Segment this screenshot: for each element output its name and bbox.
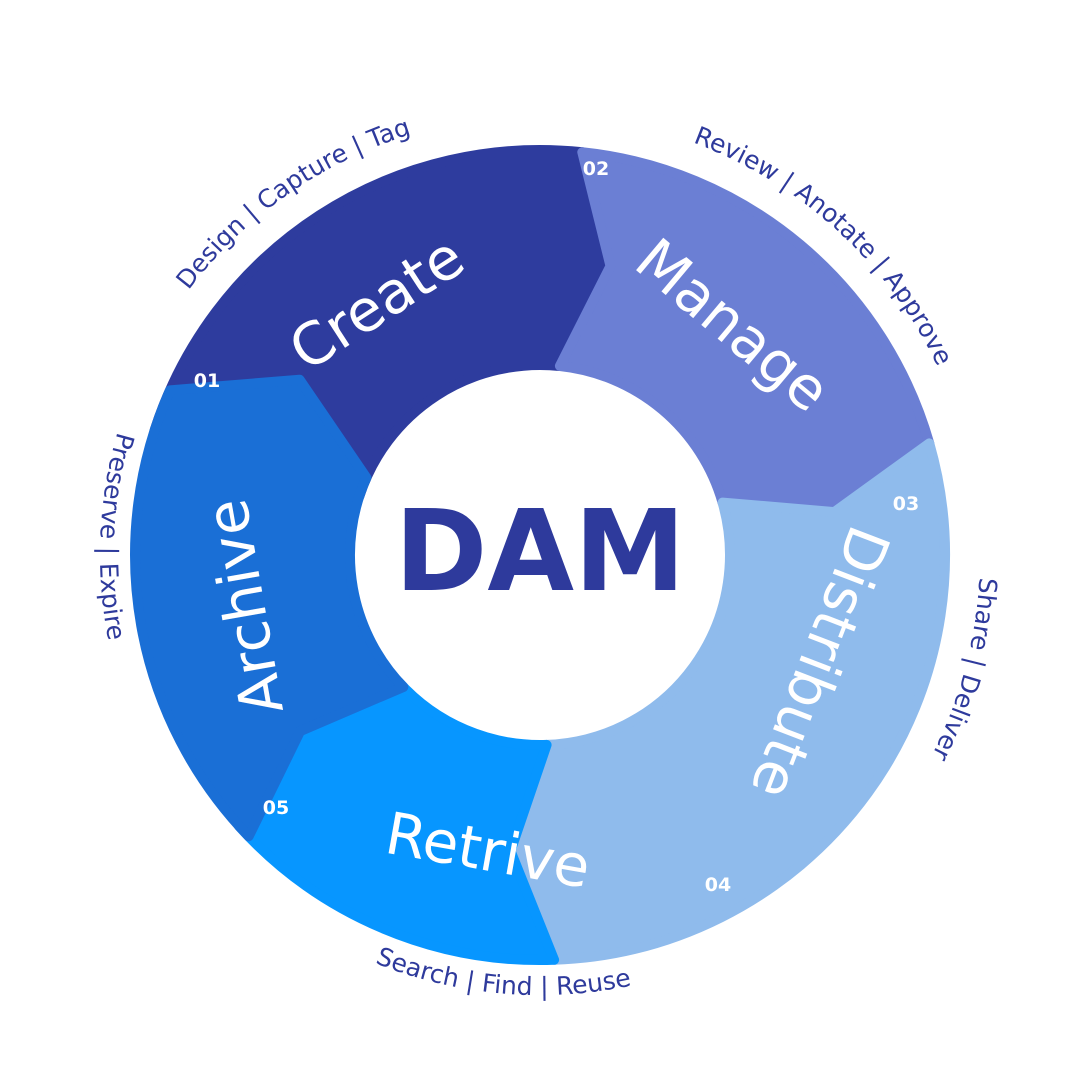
center-title: DAM	[394, 487, 685, 617]
segment-distribute	[482, 438, 950, 965]
segment-number-manage: 02	[583, 158, 609, 180]
segment-archive	[130, 374, 409, 842]
segment-number-archive: 05	[263, 797, 289, 819]
segment-numbers: 01 02 03 04 05	[194, 158, 919, 896]
segment-number-create: 01	[194, 370, 220, 392]
segment-number-distribute: 03	[893, 493, 919, 515]
segment-number-retrive: 04	[705, 874, 731, 896]
segment-manage	[554, 147, 935, 540]
segments	[130, 145, 950, 966]
